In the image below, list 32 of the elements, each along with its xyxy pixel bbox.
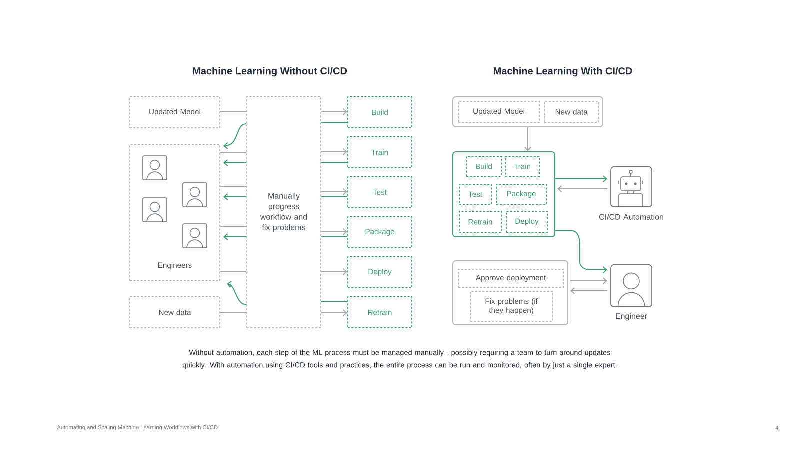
connector-line <box>220 152 248 154</box>
arrow <box>223 160 248 166</box>
connector-line <box>320 122 348 124</box>
arrow <box>558 186 608 192</box>
node-label: CI/CD Automation <box>599 214 664 220</box>
arrow <box>320 310 348 316</box>
connector-line <box>320 236 348 238</box>
arrow <box>555 230 608 274</box>
node-label: Engineer <box>616 313 648 321</box>
arrow <box>570 278 608 284</box>
process-box: Manually progress workflow and fix problems <box>246 96 322 328</box>
arrow <box>320 268 348 276</box>
arrow <box>524 126 532 152</box>
arrow <box>320 108 348 116</box>
heading: Machine Learning Without CI/CD <box>193 67 348 77</box>
robot-box: CI/CD Automation <box>599 166 664 220</box>
arrow <box>320 228 348 236</box>
arrow <box>223 124 248 150</box>
connector-line <box>320 162 348 164</box>
connector-line <box>220 226 248 228</box>
heading: Machine Learning With CI/CD <box>494 67 632 77</box>
arrow <box>227 281 248 306</box>
arrow <box>320 148 348 156</box>
arrow <box>570 288 608 294</box>
arrow <box>320 188 348 196</box>
connector-line <box>220 312 248 314</box>
person-box: Engineer <box>610 264 652 321</box>
arrow <box>223 194 248 200</box>
arrow <box>555 176 608 182</box>
connector-line <box>220 186 248 188</box>
arrow <box>223 234 248 240</box>
connector-line <box>320 196 348 198</box>
